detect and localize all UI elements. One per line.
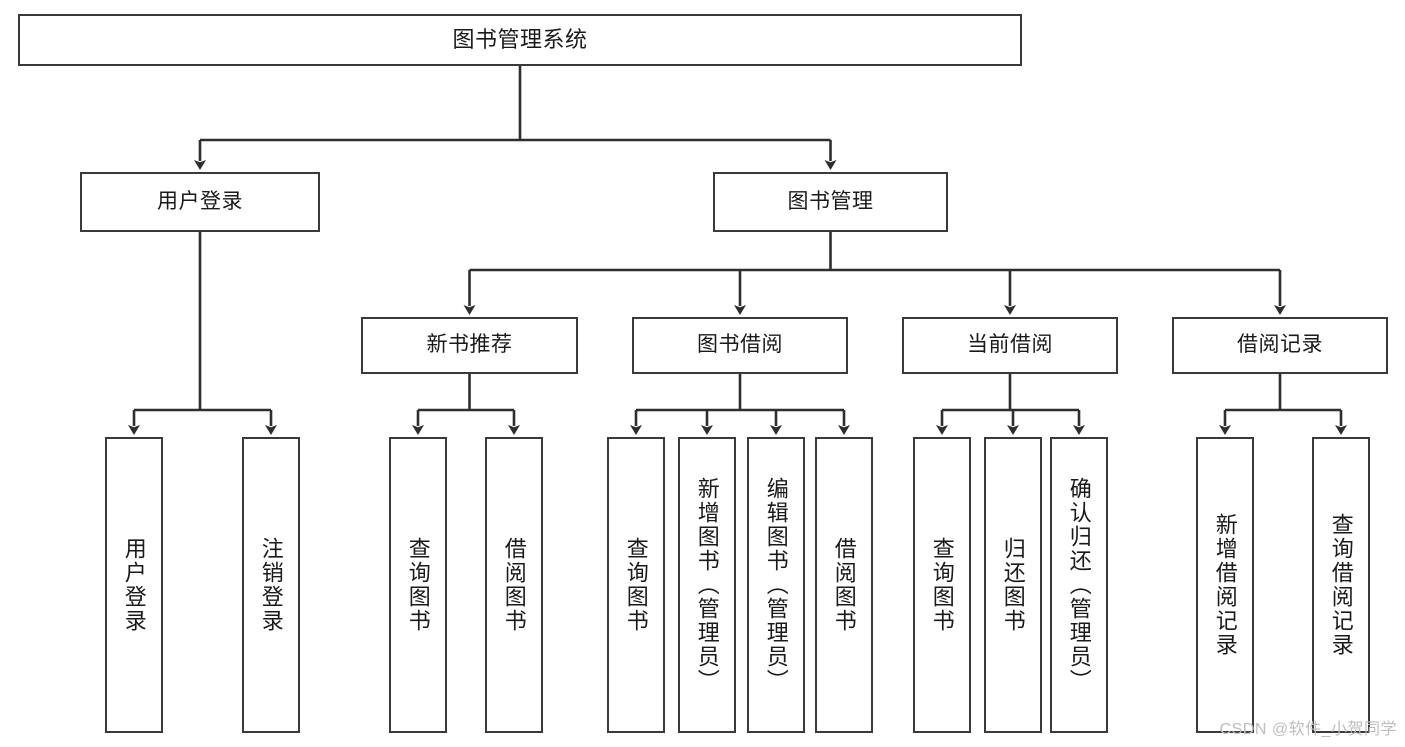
node-leaf_query1[interactable]: 查询图书 <box>389 437 447 733</box>
node-label: 新增借阅记录 <box>1212 513 1238 657</box>
node-label: 归还图书 <box>1000 537 1026 633</box>
node-leaf_logout[interactable]: 注销登录 <box>242 437 300 733</box>
node-label: 图书管理系统 <box>452 27 588 53</box>
node-label: 用户登录 <box>157 189 243 213</box>
node-leaf_edit_book[interactable]: 编辑图书（管理员） <box>747 437 805 733</box>
node-leaf_confirm[interactable]: 确认归还（管理员） <box>1050 437 1108 733</box>
node-label: 查询图书 <box>405 537 431 633</box>
node-leaf_query3[interactable]: 查询图书 <box>913 437 971 733</box>
node-new_book_rec[interactable]: 新书推荐 <box>361 317 578 374</box>
node-leaf_query_rec[interactable]: 查询借阅记录 <box>1312 437 1370 733</box>
node-label: 借阅图书 <box>831 537 857 633</box>
node-label: 编辑图书（管理员） <box>763 477 789 693</box>
node-root[interactable]: 图书管理系统 <box>18 14 1022 66</box>
node-label: 借阅图书 <box>501 537 527 633</box>
node-label: 图书借阅 <box>697 333 783 357</box>
node-leaf_add_book[interactable]: 新增图书（管理员） <box>678 437 736 733</box>
node-label: 当前借阅 <box>967 333 1053 357</box>
node-leaf_borrow1[interactable]: 借阅图书 <box>485 437 543 733</box>
node-label: 查询借阅记录 <box>1328 513 1354 657</box>
node-label: 用户登录 <box>121 537 147 633</box>
node-label: 查询图书 <box>929 537 955 633</box>
node-leaf_query2[interactable]: 查询图书 <box>607 437 665 733</box>
node-label: 借阅记录 <box>1237 333 1323 357</box>
node-borrow_record[interactable]: 借阅记录 <box>1172 317 1388 374</box>
watermark-text: CSDN @软件_小贺同学 <box>1219 721 1397 738</box>
node-label: 查询图书 <box>623 537 649 633</box>
node-current_borrow[interactable]: 当前借阅 <box>902 317 1118 374</box>
node-leaf_add_rec[interactable]: 新增借阅记录 <box>1196 437 1254 733</box>
node-leaf_login[interactable]: 用户登录 <box>105 437 163 733</box>
node-leaf_borrow2[interactable]: 借阅图书 <box>815 437 873 733</box>
node-book_manage[interactable]: 图书管理 <box>713 172 948 232</box>
node-user_login[interactable]: 用户登录 <box>80 172 320 232</box>
node-leaf_return[interactable]: 归还图书 <box>984 437 1042 733</box>
node-book_borrow[interactable]: 图书借阅 <box>632 317 848 374</box>
node-label: 注销登录 <box>258 537 284 633</box>
node-label: 新增图书（管理员） <box>694 477 720 693</box>
node-label: 图书管理 <box>787 189 874 213</box>
node-label: 确认归还（管理员） <box>1066 477 1092 693</box>
node-label: 新书推荐 <box>426 333 513 357</box>
